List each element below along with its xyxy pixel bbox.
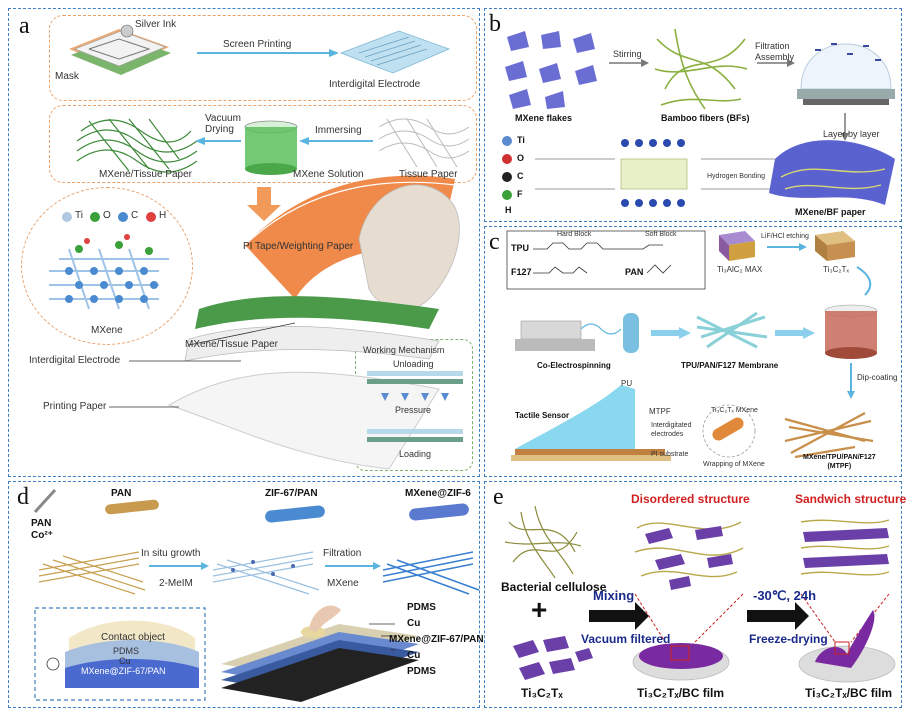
contact-object-label: Contact object — [101, 632, 165, 643]
panel-a-label: a — [19, 13, 30, 39]
hydrogen-bonding-label: Hydrogen Bonding — [707, 173, 765, 180]
panel-e: e — [484, 481, 906, 708]
filtration-label: Filtration — [323, 548, 362, 559]
in-situ-label: In situ growth — [141, 548, 201, 559]
two-meim-label: 2-MeIM — [159, 578, 193, 589]
silver-ink-label: Silver Ink — [135, 19, 177, 30]
mxene-d-label: MXene — [327, 578, 359, 589]
max-phase-label: Ti₃AlC₂ MAX — [717, 265, 763, 274]
panel-d-graphics — [33, 488, 480, 702]
wrapping-label: Wrapping of MXene — [703, 461, 765, 468]
legend-h-label: H — [505, 205, 512, 215]
layer-cu-bottom-label: Cu — [407, 650, 421, 661]
legend-c-label: C — [517, 171, 524, 181]
immersing-box — [49, 105, 477, 183]
soft-block-label: Soft Block — [645, 231, 677, 238]
mixing-label: Mixing — [593, 588, 635, 603]
interdigital-electrode-label: Interdigital Electrode — [29, 355, 121, 366]
film2-label: Ti₃C₂Tₓ/BC film — [805, 686, 893, 700]
freeze-conditions-label: -30℃, 24h — [753, 588, 817, 603]
bacterial-cellulose-label: Bacterial cellulose — [501, 580, 607, 594]
panel-c-label: c — [489, 229, 500, 255]
printing-paper-label: Printing Paper — [43, 401, 107, 412]
pi-tape-label: PI Tape/Weighting Paper — [243, 241, 354, 252]
atom-o-label: O — [103, 210, 111, 221]
working-mechanism-label: Working Mechanism — [363, 345, 445, 355]
co-electrospinning-label: Co-Electrospinning — [537, 361, 611, 370]
tpu-label: TPU — [511, 243, 529, 253]
mask-label: Mask — [55, 71, 79, 82]
film1-label: Ti₃C₂Tₓ/BC film — [637, 686, 725, 700]
zif-pan-label: ZIF-67/PAN — [265, 488, 318, 499]
mxene-tissue-paper-top-label: MXene/Tissue Paper — [99, 169, 193, 180]
panel-b-graphics — [502, 28, 895, 207]
unloading-label: Unloading — [393, 359, 434, 369]
mxene-zif-label: MXene@ZIF-6 — [405, 488, 471, 499]
hard-block-label: Hard Block — [557, 231, 592, 238]
legend-ti-label: Ti — [517, 135, 525, 145]
mxene-structure-circle — [21, 187, 193, 345]
panel-c-graphics — [506, 230, 878, 461]
panel-a: a — [8, 8, 480, 477]
f127-label: F127 — [511, 267, 532, 277]
vacuum-filtered-label: Vacuum filtered — [581, 632, 671, 646]
interdigital-electrode-top-label: Interdigital Electrode — [329, 79, 421, 90]
layer-pdms-top-label: PDMS — [407, 602, 436, 613]
pu-label: PU — [621, 379, 633, 388]
ti3c2tx-e-label: Ti₃C₂Tₓ — [521, 686, 563, 700]
pressure-label: Pressure — [395, 405, 432, 415]
cu-inner-label: Cu — [119, 656, 131, 666]
mxene-label: MXene — [91, 325, 123, 336]
pi-substrate-label: PI substrate — [651, 451, 689, 458]
interdigitated-label: Interdigitated electrodes — [651, 422, 692, 438]
stirring-label: Stirring — [613, 49, 642, 59]
panel-e-graphics — [504, 505, 896, 683]
screen-printing-label: Screen Printing — [223, 39, 292, 50]
membrane-label: TPU/PAN/F127 Membrane — [681, 361, 779, 370]
panel-b-label: b — [489, 11, 501, 37]
vacuum-drying-label: Vacuum Drying — [205, 113, 241, 135]
dip-coating-label: Dip-coating — [857, 373, 898, 382]
etching-label: LiF/HCl etching — [761, 233, 809, 240]
legend-f-label: F — [517, 189, 523, 199]
disordered-label: Disordered structure — [631, 492, 750, 506]
panel-e-label: e — [493, 484, 504, 510]
layer-mxene-label: MXene@ZIF-67/PAN — [389, 634, 484, 645]
panel-c: c — [484, 226, 902, 477]
legend-o-label: O — [517, 153, 525, 163]
layer-by-layer-label: Layer by layer — [823, 129, 880, 139]
tissue-paper-label: Tissue Paper — [399, 169, 458, 180]
mxene-tissue-paper-label: MXene/Tissue Paper — [185, 339, 279, 350]
loading-label: Loading — [399, 449, 432, 459]
layer-cu-top-label: Cu — [407, 618, 421, 629]
atom-c-label: C — [131, 210, 139, 221]
pan-label: PAN — [111, 488, 132, 499]
atom-ti-label: Ti — [75, 210, 83, 221]
mtpf-label: MTPF — [649, 407, 671, 416]
mxene-zif-pan-inner-label: MXene@ZIF-67/PAN — [81, 666, 166, 676]
pan-label: PAN — [625, 267, 644, 277]
filtration-assembly-label: Filtration Assembly — [755, 41, 795, 62]
pan-co-label: PAN Co²⁺ — [31, 518, 53, 541]
bamboo-fibers-label: Bamboo fibers (BFs) — [661, 113, 750, 123]
immersing-label: Immersing — [315, 125, 362, 136]
panel-d: d — [8, 481, 484, 708]
mtpf-full-label: MXene/TPU/PAN/F127 (MTPF) — [803, 454, 876, 470]
ti3c2tx-mxene-label: Ti₃C₂Tₓ MXene — [711, 407, 758, 414]
mxene-bf-paper-label: MXene/BF paper — [795, 207, 866, 217]
pdms-inner-label: PDMS — [113, 646, 140, 656]
panel-b: b — [484, 8, 902, 222]
sandwich-label: Sandwich structure — [795, 492, 907, 506]
atom-h-label: H — [159, 210, 167, 221]
screen-printing-box — [49, 15, 477, 101]
mxene-solution-label: MXene Solution — [293, 169, 364, 180]
plus-label: + — [531, 594, 548, 625]
ti3c2tx-c-label: Ti₃C₂Tₓ — [823, 265, 850, 274]
panel-a-graphics — [49, 24, 470, 470]
panel-d-label: d — [17, 484, 29, 510]
freeze-drying-label: Freeze-drying — [749, 632, 828, 646]
layer-pdms-bottom-label: PDMS — [407, 666, 436, 677]
mxene-flakes-label: MXene flakes — [515, 113, 573, 123]
tactile-sensor-label: Tactile Sensor — [515, 411, 570, 420]
